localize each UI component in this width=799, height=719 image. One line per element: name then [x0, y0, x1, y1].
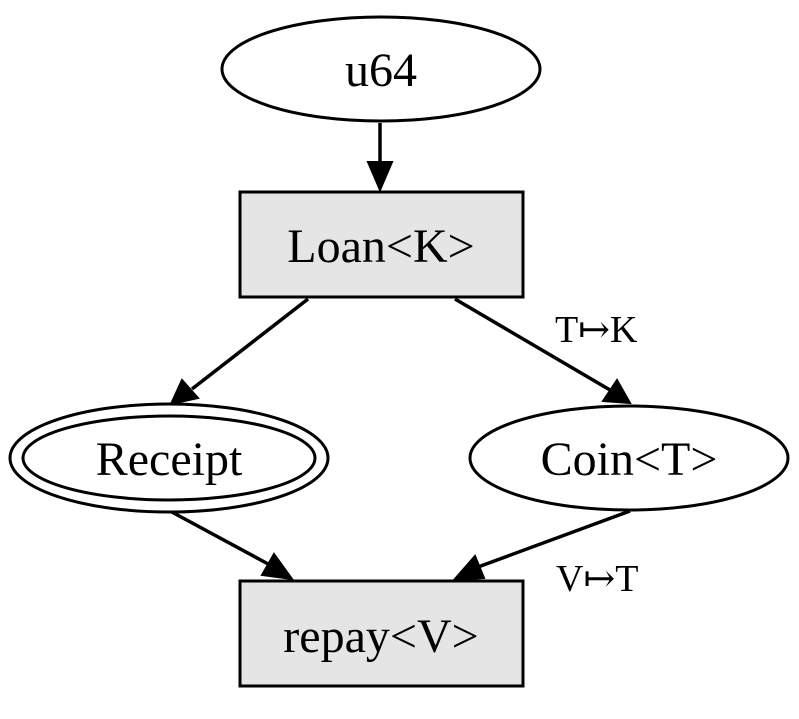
node-u64: u64 — [220, 15, 542, 123]
node-loan-label: Loan<K> — [287, 220, 474, 273]
node-u64-label: u64 — [345, 44, 417, 97]
node-loan: Loan<K> — [238, 190, 525, 299]
edge-loan-to-coin — [454, 297, 632, 405]
node-receipt-label: Receipt — [96, 433, 243, 486]
edge-receipt-to-repay — [169, 509, 295, 581]
edge-coin-to-repay — [451, 509, 631, 582]
edge-label-t-maps-k: T↦K — [555, 309, 638, 351]
edge-label-v-maps-t: V↦T — [556, 558, 639, 600]
node-receipt: Receipt — [8, 402, 330, 514]
node-repay: repay<V> — [238, 579, 525, 688]
edge-u64-to-loan — [366, 123, 394, 193]
node-coin: Coin<T> — [468, 404, 790, 512]
node-repay-label: repay<V> — [283, 610, 478, 663]
edge-loan-to-receipt — [169, 297, 310, 406]
node-coin-label: Coin<T> — [541, 433, 718, 486]
